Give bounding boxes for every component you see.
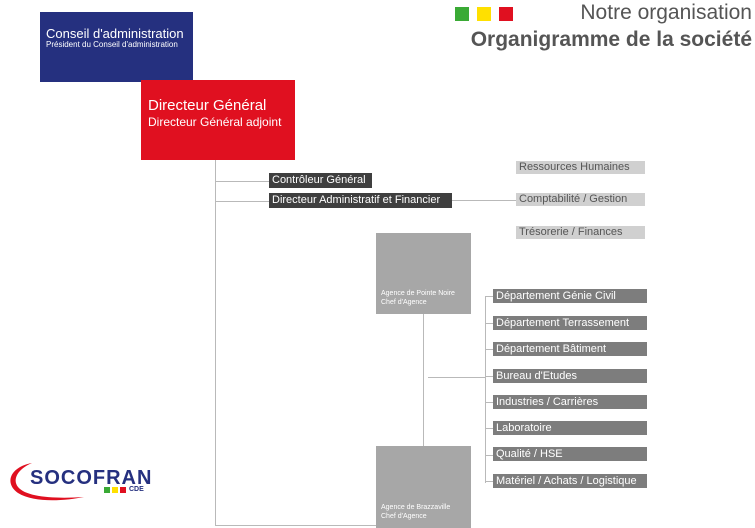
connector-daf: [216, 201, 269, 202]
board-subtitle: Président du Conseil d'administration: [46, 40, 178, 49]
socofran-logo: SOCOFRAN CDE: [4, 457, 164, 503]
finance-unit-hr: Ressources Humaines: [516, 161, 645, 174]
department-equipment-logistics: Matériel / Achats / Logistique: [493, 474, 647, 488]
dept-tick: [486, 296, 493, 297]
dept-tick: [486, 349, 493, 350]
controller-label: Contrôleur Général: [269, 173, 372, 188]
finance-unit-treasury: Trésorerie / Finances: [516, 226, 645, 239]
connector-controller: [216, 181, 269, 182]
department-quality-hse: Qualité / HSE: [493, 447, 647, 461]
agency-name: Agence de Pointe Noire: [381, 290, 455, 297]
department-design-office: Bureau d'Etudes: [493, 369, 647, 383]
connector-dg-vertical: [215, 160, 216, 526]
board-box: Conseil d'administration Président du Co…: [40, 12, 193, 82]
agency-name: Agence de Brazzaville: [381, 504, 451, 511]
department-building: Département Bâtiment: [493, 342, 647, 356]
connector-agencies-vertical: [423, 314, 424, 446]
general-director-subtitle: Directeur Général adjoint: [148, 115, 282, 129]
dept-tick: [486, 376, 493, 377]
general-director-box: Directeur Général Directeur Général adjo…: [141, 80, 295, 160]
connector-departments-vertical: [485, 296, 486, 483]
general-director-title: Directeur Général: [148, 97, 267, 114]
socofran-swoosh-icon: [10, 463, 126, 501]
dept-tick: [486, 323, 493, 324]
board-title: Conseil d'administration: [46, 26, 184, 41]
logo-suffix: CDE: [129, 486, 144, 493]
daf-label: Directeur Administratif et Financier: [269, 193, 452, 208]
connector-brazzaville: [216, 525, 376, 526]
department-laboratory: Laboratoire: [493, 421, 647, 435]
department-earthworks: Département Terrassement: [493, 316, 647, 330]
dept-tick: [486, 402, 493, 403]
connector-daf-finance: [452, 200, 516, 201]
connector-agencies-departments: [428, 377, 485, 378]
agency-pointe-noire-box: Agence de Pointe Noire Chef d'Agence: [376, 233, 471, 314]
green-square-icon: [455, 7, 469, 21]
page-subtitle: Notre organisation: [580, 1, 752, 24]
department-industries-quarries: Industries / Carrières: [493, 395, 647, 409]
finance-unit-accounting: Comptabilité / Gestion: [516, 193, 645, 206]
logo-name: SOCOFRAN: [30, 467, 153, 489]
agency-role: Chef d'Agence: [381, 299, 427, 306]
agency-role: Chef d'Agence: [381, 513, 427, 520]
page-title: Organigramme de la société: [470, 28, 752, 51]
agency-brazzaville-box: Agence de Brazzaville Chef d'Agence: [376, 446, 471, 528]
dept-tick: [486, 428, 493, 429]
red-square-icon: [499, 7, 513, 21]
department-civil-engineering: Département Génie Civil: [493, 289, 647, 303]
dept-tick: [486, 455, 493, 456]
yellow-square-icon: [477, 7, 491, 21]
dept-tick: [486, 481, 493, 482]
